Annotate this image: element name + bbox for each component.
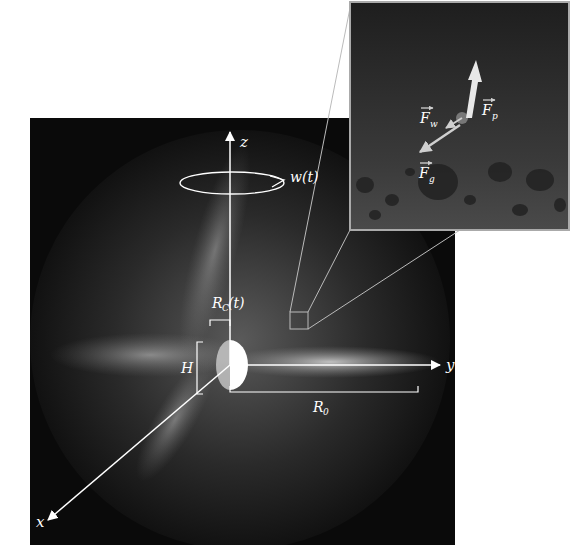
subscript: C bbox=[222, 304, 229, 313]
subscript: p bbox=[492, 112, 498, 121]
force-label: F bbox=[419, 166, 429, 180]
subscript: w bbox=[430, 120, 438, 129]
height-label: H bbox=[181, 361, 193, 375]
axis-label: z bbox=[240, 135, 248, 150]
radius-label: R bbox=[313, 400, 324, 414]
force-label: F bbox=[482, 103, 492, 117]
radius-label: (t) bbox=[228, 296, 245, 310]
axis-label: y bbox=[446, 358, 454, 373]
rotation-label: w(t) bbox=[290, 170, 319, 184]
subscript: g bbox=[429, 175, 435, 184]
subscript: 0 bbox=[323, 408, 329, 417]
force-label: F bbox=[420, 111, 430, 125]
axis-label: x bbox=[36, 515, 44, 530]
radius-label: R bbox=[212, 296, 223, 310]
